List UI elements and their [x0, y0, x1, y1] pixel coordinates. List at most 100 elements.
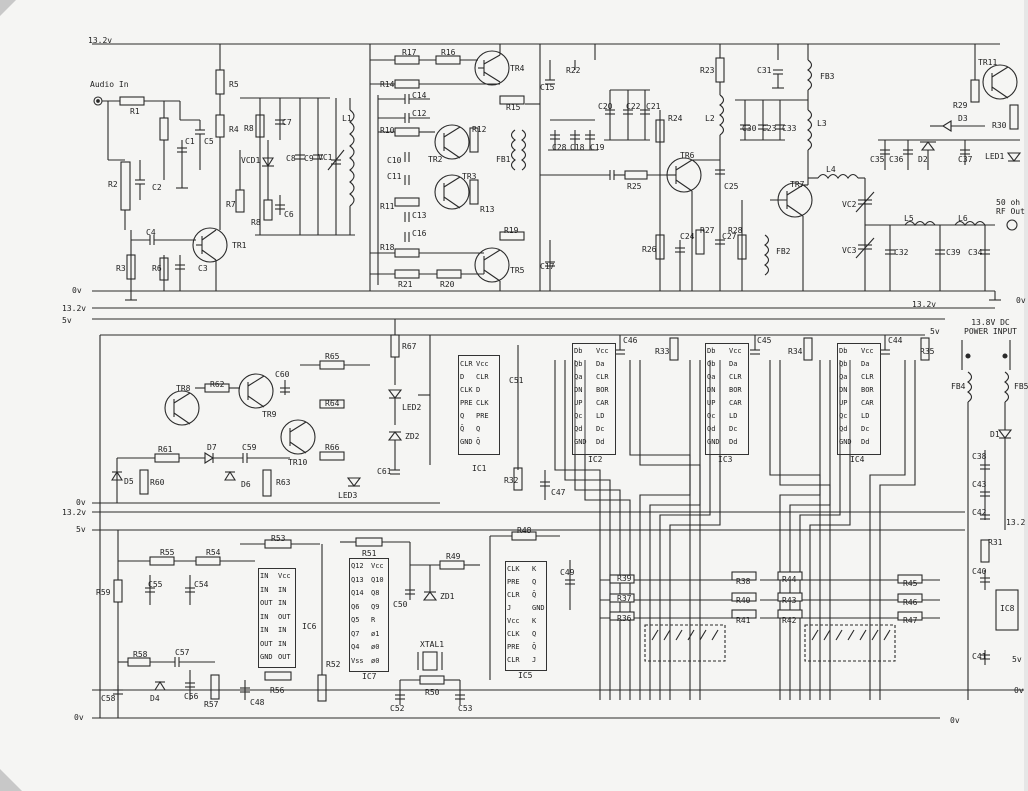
ic3-pin-left-2: Qb: [707, 360, 716, 368]
label-c57: C57: [175, 648, 190, 657]
label-c19: C19: [590, 143, 605, 152]
label-r32: R32: [504, 476, 519, 485]
label-l1: L1: [342, 114, 352, 123]
ic1-pin-left-7: GND: [460, 438, 473, 446]
ic6-pin-right-3: IN: [278, 599, 287, 607]
rail-13v-c: 13.2v: [62, 508, 87, 517]
ic5-pin-right-4: GND: [532, 604, 545, 612]
label-c7: C7: [282, 118, 292, 127]
label-xtal1: XTAL1: [420, 640, 445, 649]
ic2-pin-left-4: DN: [574, 386, 583, 394]
label-c37: C37: [958, 155, 973, 164]
label-d1: D1: [990, 430, 1000, 439]
rail-13v-right: 13.2: [1006, 518, 1026, 527]
label-zd2: ZD2: [405, 432, 420, 441]
label-r45: R45: [903, 579, 918, 588]
oscillator-tank: [235, 97, 355, 236]
ic7-pin-left-8: Vss: [351, 656, 364, 665]
ic2-pin-right-8: Dd: [596, 438, 605, 446]
label-r30: R30: [992, 121, 1007, 130]
label-c2: C2: [152, 183, 162, 192]
label-r31: R31: [988, 538, 1003, 547]
label-r6: R6: [152, 264, 162, 273]
ic5-pin-left-4: J: [507, 604, 512, 612]
label-tr9: TR9: [262, 410, 277, 419]
label-l4: L4: [826, 165, 836, 174]
label-ic5: IC5: [518, 671, 533, 680]
label-r8: R8: [244, 124, 254, 133]
ic1-pin-left-2: D: [460, 373, 465, 381]
ic2-pin-left-3: Qa: [574, 373, 583, 381]
ic1-pin-left-6: Q̄: [460, 425, 465, 433]
label-c40: C40: [972, 567, 987, 576]
ic7-pin-right-1: Vcc: [371, 562, 384, 570]
label-c34: C34: [968, 248, 983, 257]
label-tr8: TR8: [176, 384, 191, 393]
ic5-pin-left-1: CLK: [507, 565, 520, 573]
label-tr5: TR5: [510, 266, 525, 275]
ic5-pin-left-7: PRE: [507, 643, 520, 651]
label-r24: R24: [668, 114, 683, 123]
label-r66: R66: [325, 443, 340, 452]
label-c38: C38: [972, 452, 987, 461]
label-c13: C13: [412, 211, 427, 220]
label-c25: C25: [724, 182, 739, 191]
ic6-pin-left-5: IN: [260, 626, 269, 634]
ic6-pin-left-3: OUT: [260, 599, 273, 607]
label-r11: R11: [380, 202, 395, 211]
label-r8b: R8: [251, 218, 261, 227]
torn-corner-top: [0, 0, 16, 16]
ic1-pin-left-3: CLK: [460, 386, 473, 394]
label-c4: C4: [146, 228, 156, 237]
ic7-pin-left-2: Q13: [351, 575, 364, 584]
label-fb2: FB2: [776, 247, 791, 256]
ic5-pin-left-2: PRE: [507, 578, 520, 586]
label-d2: D2: [918, 155, 928, 164]
driver-stage: [369, 44, 610, 291]
label-tr10: TR10: [288, 458, 308, 467]
ic3-pin-left-5: UP: [707, 399, 716, 407]
label-c18: C18: [570, 143, 585, 152]
label-fb3: FB3: [820, 72, 835, 81]
ic2-pin-right-1: Vcc: [596, 347, 609, 355]
label-vcd1: VCD1: [241, 156, 261, 165]
label-c39: C39: [946, 248, 961, 257]
label-d4: D4: [150, 694, 160, 703]
label-tr2: TR2: [428, 155, 443, 164]
rail-5v-c: 5v: [930, 327, 940, 336]
pa-stage: [594, 44, 1022, 301]
label-c60: C60: [275, 370, 290, 379]
label-c35: C35: [870, 155, 885, 164]
ic7-pin-right-4: Q9: [371, 602, 380, 611]
ic6-pin-left-1: IN: [260, 572, 269, 580]
ic7-pin-right-5: R: [371, 616, 376, 624]
label-r15: R15: [506, 103, 521, 112]
label-r40: R40: [736, 596, 751, 605]
label-c45: C45: [757, 336, 772, 345]
ic7-pin-left-6: Q7: [351, 629, 360, 638]
label-ic2: IC2: [588, 455, 603, 464]
label-c27: C27: [722, 232, 737, 241]
rail-13v-a: 13.2v: [62, 304, 87, 313]
label-c61: C61: [377, 467, 392, 476]
label-r35: R35: [920, 347, 935, 356]
torn-corner-bottom: [0, 769, 22, 791]
label-d7: D7: [207, 443, 217, 452]
ic7-body: [349, 558, 389, 672]
label-c8: C8: [286, 154, 296, 163]
label-tr1: TR1: [232, 241, 247, 250]
label-c50: C50: [393, 600, 408, 609]
label-fb1: FB1: [496, 155, 511, 164]
ic4-pin-left-6: Qc: [839, 412, 848, 420]
label-r21: R21: [398, 280, 413, 289]
ic2-pin-left-1: Db: [574, 347, 583, 355]
label-c46: C46: [623, 336, 638, 345]
label-r20: R20: [440, 280, 455, 289]
label-r1: R1: [130, 107, 140, 116]
label-r5: R5: [229, 80, 239, 89]
ic1-pin-right-3: D: [476, 386, 481, 394]
label-d3: D3: [958, 114, 968, 123]
label-c20: C20: [598, 102, 613, 111]
label-c21: C21: [646, 102, 661, 111]
ic2-pin-right-5: CAR: [596, 399, 609, 407]
